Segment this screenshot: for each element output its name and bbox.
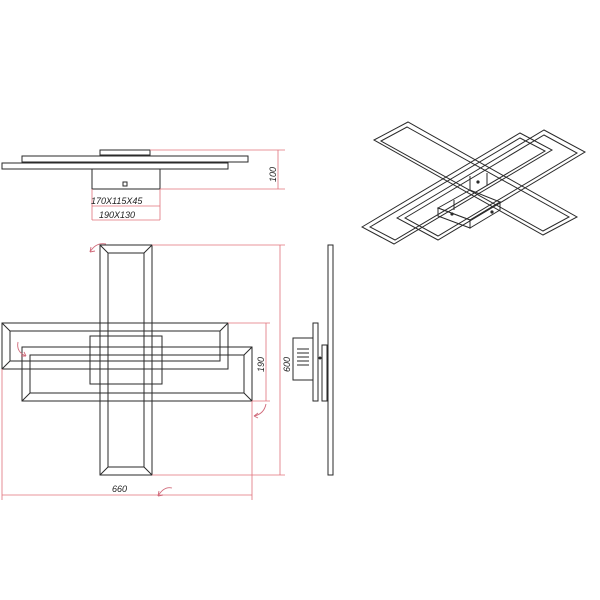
dim-label-base-large: 190X130: [99, 210, 135, 220]
iso-joint-3: [450, 212, 454, 216]
plan-frame-h2-inner: [29, 354, 245, 394]
isometric-view: [360, 121, 587, 245]
plan-frame-h2-bevel-2: [243, 392, 253, 402]
profile-base: [292, 337, 314, 381]
plan-frame-h1-bevel-1: [1, 322, 11, 332]
top-bar: [99, 149, 151, 156]
dim-label-600: 600: [282, 357, 292, 372]
profile-frame-back: [327, 244, 334, 476]
plan-frame-h2-bevel-3: [243, 346, 253, 356]
plan-frame-v-outer: [99, 244, 153, 476]
plan-frame-v-bevel-4: [143, 466, 153, 476]
plan-frame-h1-outer: [1, 322, 229, 370]
iso-joint-2: [490, 210, 494, 214]
iso-frame-a-inner: [379, 126, 571, 232]
upper-bar: [21, 155, 249, 163]
base-connector: [122, 181, 128, 187]
rotate-arrow-icon: [17, 341, 27, 357]
iso-frame-b-outer: [360, 132, 554, 245]
plan-frame-h1-bevel-3: [1, 360, 11, 370]
profile-frame-front: [321, 344, 328, 402]
iso-frame-a-outer: [372, 121, 579, 236]
profile-view: [292, 244, 334, 476]
dim-label-base-small: 170X115X45: [91, 196, 143, 206]
plan-frame-v-bevel-1: [99, 244, 109, 254]
iso-frame-c-outer: [395, 129, 587, 241]
lower-bar: [1, 162, 229, 170]
rotate-arrow-icon: [253, 403, 267, 419]
plan-frame-h2-outer: [21, 346, 253, 402]
iso-frame-b-inner: [368, 137, 547, 241]
dim-label-190: 190: [256, 357, 266, 372]
rotate-arrow-icon: [89, 243, 107, 253]
iso-joint-1: [476, 180, 480, 184]
profile-frame-mid: [312, 322, 319, 402]
plan-frame-h1-bevel-2: [219, 322, 229, 332]
plan-frame-h1-inner: [9, 330, 221, 362]
base-box: [91, 168, 161, 190]
plan-frame-v-bevel-3: [99, 466, 109, 476]
dim-label-660: 660: [112, 484, 127, 494]
profile-joint: [318, 356, 322, 360]
side-elevation-view: 100 170X115X45 190X130: [1, 149, 285, 221]
iso-base-right: [469, 201, 501, 229]
plan-frame-v-inner: [107, 252, 145, 468]
dim-label-100: 100: [268, 167, 278, 182]
plan-frame-v-bevel-2: [143, 244, 153, 254]
plan-base-plate: [89, 335, 163, 385]
plan-frame-h2-bevel-1: [21, 392, 31, 402]
rotate-arrow-icon: [157, 487, 173, 497]
iso-frame-c-inner: [403, 134, 579, 237]
plan-view: 600 190 660: [1, 243, 292, 500]
